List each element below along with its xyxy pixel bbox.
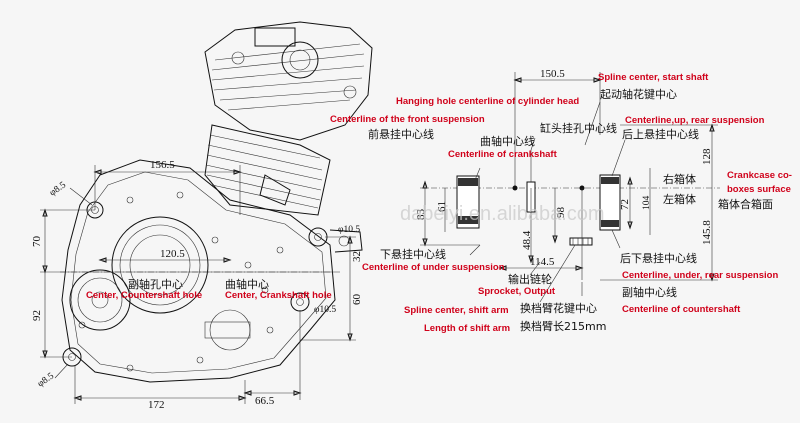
- phi-8-5-top: φ8.5: [48, 180, 68, 198]
- shift-arm-spline: [569, 237, 593, 246]
- crankshaft-en: Centerline of crankshaft: [448, 149, 558, 160]
- dim-83: 83: [415, 209, 427, 221]
- box-surface-cn: 箱体合箱面: [718, 197, 773, 211]
- box-surface-en-1: Crankcase co-: [727, 170, 792, 181]
- dim-156-5: 156.5: [150, 159, 175, 171]
- phi-10-5-b: φ10.5: [314, 305, 336, 315]
- crankcase: [61, 159, 336, 383]
- rear-susp-bush: [599, 174, 621, 231]
- dim-32: 32: [351, 251, 363, 262]
- left-dimensions: 156.5 120.5 172 66.5 70 92 32 6: [31, 159, 363, 411]
- countershaft-hole-en: Center, Countershaft hole: [86, 290, 202, 301]
- countershaft-hole-cn: 副轴孔中心: [128, 277, 183, 291]
- rear-under-cn: 后下悬挂中心线: [620, 251, 697, 265]
- dim-120-5: 120.5: [160, 248, 185, 260]
- cylinder-hole-en: Hanging hole centerline of cylinder head: [396, 96, 579, 107]
- crankshaft-center-cn: 曲轴中心: [225, 277, 269, 291]
- rear-under-en: Centerline, under, rear suspension: [622, 270, 778, 281]
- dim-114-5: 114.5: [530, 256, 555, 268]
- dim-92: 92: [31, 310, 43, 321]
- dim-104: 104: [642, 196, 652, 211]
- dim-72: 72: [619, 199, 631, 210]
- dim-128: 128: [701, 148, 713, 165]
- spline-start-cn: 起动轴花键中心: [600, 87, 677, 101]
- shift-spline-en: Spline center, shift arm: [404, 305, 509, 316]
- dim-145-8: 145.8: [701, 220, 713, 245]
- dim-98: 98: [555, 207, 567, 219]
- cylinder-block: [204, 124, 331, 216]
- watermark: dabeiyi.en.alibaba.com: [400, 203, 605, 225]
- cylinder-hole-cn: 缸头挂孔中心线: [540, 121, 617, 135]
- dim-61: 61: [436, 201, 448, 212]
- right-box-cn: 右箱体: [663, 172, 696, 186]
- left-box-cn: 左箱体: [663, 192, 696, 206]
- schematic: 150.5 83 61 48.4 98 114.: [415, 68, 720, 303]
- engine-outline: [61, 21, 373, 383]
- shift-length-cn: 换档臂长215mm: [520, 319, 606, 333]
- shift-length-en: Length of shift arm: [424, 323, 510, 334]
- rear-up-cn: 后上悬挂中心线: [622, 127, 699, 141]
- countershaft-en: Centerline of countershaft: [622, 304, 741, 315]
- countershaft-cn: 副轴中心线: [622, 285, 677, 299]
- dim-48-4: 48.4: [521, 230, 533, 250]
- under-susp-cn: 下悬挂中心线: [380, 247, 446, 261]
- phi-8-5-bottom: φ8.5: [36, 371, 56, 389]
- crankshaft-cn: 曲轴中心线: [480, 134, 535, 148]
- crankshaft-center-en: Center, Crankshaft hole: [225, 290, 332, 301]
- under-susp-en: Centerline of under suspension: [362, 262, 505, 273]
- phi-10-5-a: φ10.5: [338, 225, 360, 235]
- shift-spline-cn: 换档臂花键中心: [520, 301, 597, 315]
- chinese-labels: 起动轴花键中心 缸头挂孔中心线 前悬挂中心线 曲轴中心线 后上悬挂中心线 右箱体…: [368, 87, 773, 333]
- box-surface-en-2: boxes surface: [727, 184, 791, 195]
- front-susp-en: Centerline of the front suspension: [330, 114, 485, 125]
- dim-150-5: 150.5: [540, 68, 565, 80]
- sprocket-cn: 输出链轮: [508, 272, 552, 286]
- english-labels: Spline center, start shaft Hanging hole …: [86, 72, 792, 334]
- front-susp-bush: [456, 175, 480, 229]
- dim-70: 70: [31, 236, 43, 248]
- sprocket-en: Sprocket, Output: [478, 286, 556, 297]
- cylinder-head: [204, 21, 373, 141]
- rear-up-en: Centerline,up, rear suspension: [625, 115, 765, 126]
- spline-start-en: Spline center, start shaft: [598, 72, 709, 83]
- dim-60: 60: [351, 294, 363, 306]
- dim-66-5: 66.5: [255, 395, 275, 407]
- dim-172: 172: [148, 399, 165, 411]
- front-susp-cn: 前悬挂中心线: [368, 127, 434, 141]
